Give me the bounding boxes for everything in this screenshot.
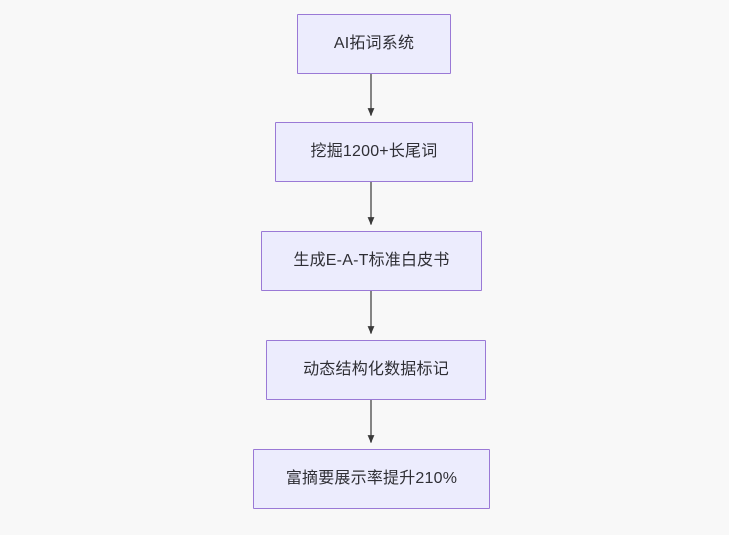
flow-node-mine-longtail-keywords[interactable]: 挖掘1200+长尾词	[275, 122, 473, 182]
flow-node-rich-snippet-impression-lift[interactable]: 富摘要展示率提升210%	[253, 449, 490, 509]
flow-node-generate-eat-whitepaper[interactable]: 生成E-A-T标准白皮书	[261, 231, 482, 291]
flow-node-label: AI拓词系统	[333, 35, 415, 53]
flow-node-label: 动态结构化数据标记	[303, 361, 449, 379]
flow-node-label: 富摘要展示率提升210%	[285, 470, 458, 488]
flow-node-dynamic-structured-data-markup[interactable]: 动态结构化数据标记	[266, 340, 486, 400]
flow-node-label: 挖掘1200+长尾词	[310, 143, 438, 161]
flow-node-label: 生成E-A-T标准白皮书	[293, 252, 450, 270]
flow-node-ai-keyword-system[interactable]: AI拓词系统	[297, 14, 451, 74]
